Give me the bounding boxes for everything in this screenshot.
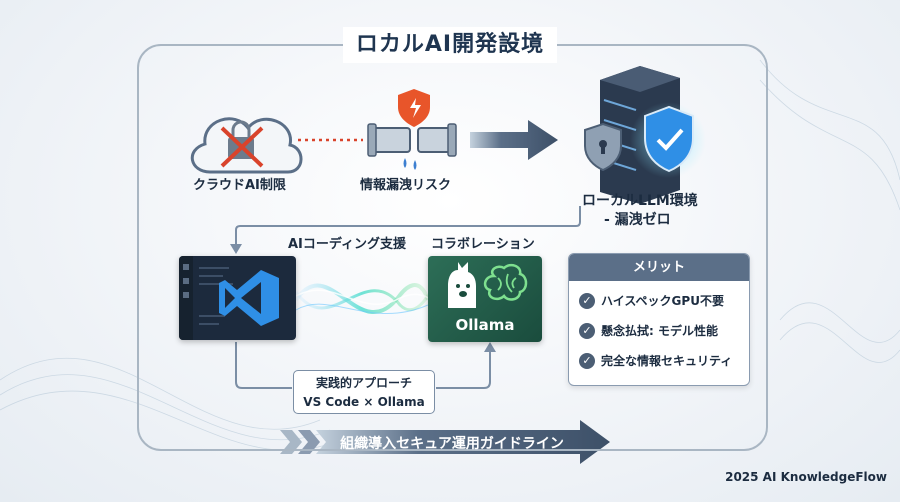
local-label-line1: ローカルLLM環境 (582, 193, 698, 209)
check-icon: ✓ (579, 352, 595, 369)
merit-title: メリット (569, 254, 749, 281)
risk-label: 情報漏洩リスク (360, 178, 452, 193)
footer-credit: 2025 AI KnowledgeFlow (725, 470, 887, 484)
background-waves (0, 59, 900, 451)
llama-brain-icon (448, 262, 528, 308)
merit-item-label: 懸念払拭: モデル性能 (601, 324, 718, 338)
ollama-panel: Ollama (428, 256, 542, 342)
vscode-panel (179, 256, 296, 340)
collab-label: コラボレーション (431, 237, 535, 252)
cloud-lock-icon (191, 117, 303, 174)
ollama-name: Ollama (455, 316, 515, 334)
merit-item: ✓ ハイスペックGPU不要 (579, 292, 724, 309)
merit-item-label: 完全な情報セキュリティ (601, 354, 733, 368)
loop-connector-left (235, 342, 292, 389)
energy-wave (294, 283, 430, 314)
vscode-icon (179, 256, 279, 340)
local-label-line2: - 漏洩ゼロ (604, 212, 671, 228)
merit-box: メリット ✓ ハイスペックGPU不要 ✓ 懸念払拭: モデル性能 ✓ 完全な情報… (568, 253, 750, 386)
leaking-pipe-icon (367, 89, 457, 170)
check-icon: ✓ (579, 292, 595, 309)
arrow-to-local (470, 120, 558, 160)
banner-text: 組織導入セキュア運用ガイドライン (340, 436, 564, 452)
merit-item: ✓ 完全な情報セキュリティ (579, 352, 732, 369)
server-shield-icon (584, 66, 706, 204)
merit-item: ✓ 懸念払拭: モデル性能 (579, 322, 718, 339)
bottom-banner (280, 420, 610, 464)
practical-line2: VS Code × Ollama (303, 395, 425, 409)
practical-line1: 実践的アプローチ (315, 376, 412, 390)
return-connector (235, 206, 581, 246)
practical-approach-box: 実践的アプローチ VS Code × Ollama (293, 370, 435, 414)
page-title: ロカルAI開発設境 (343, 27, 557, 63)
loop-connector-right (436, 350, 491, 389)
check-icon: ✓ (579, 322, 595, 339)
ai-coding-label: AIコーディング支援 (288, 237, 406, 252)
merit-item-label: ハイスペックGPU不要 (601, 294, 724, 308)
cloud-label: クラウドAI制限 (193, 178, 286, 193)
